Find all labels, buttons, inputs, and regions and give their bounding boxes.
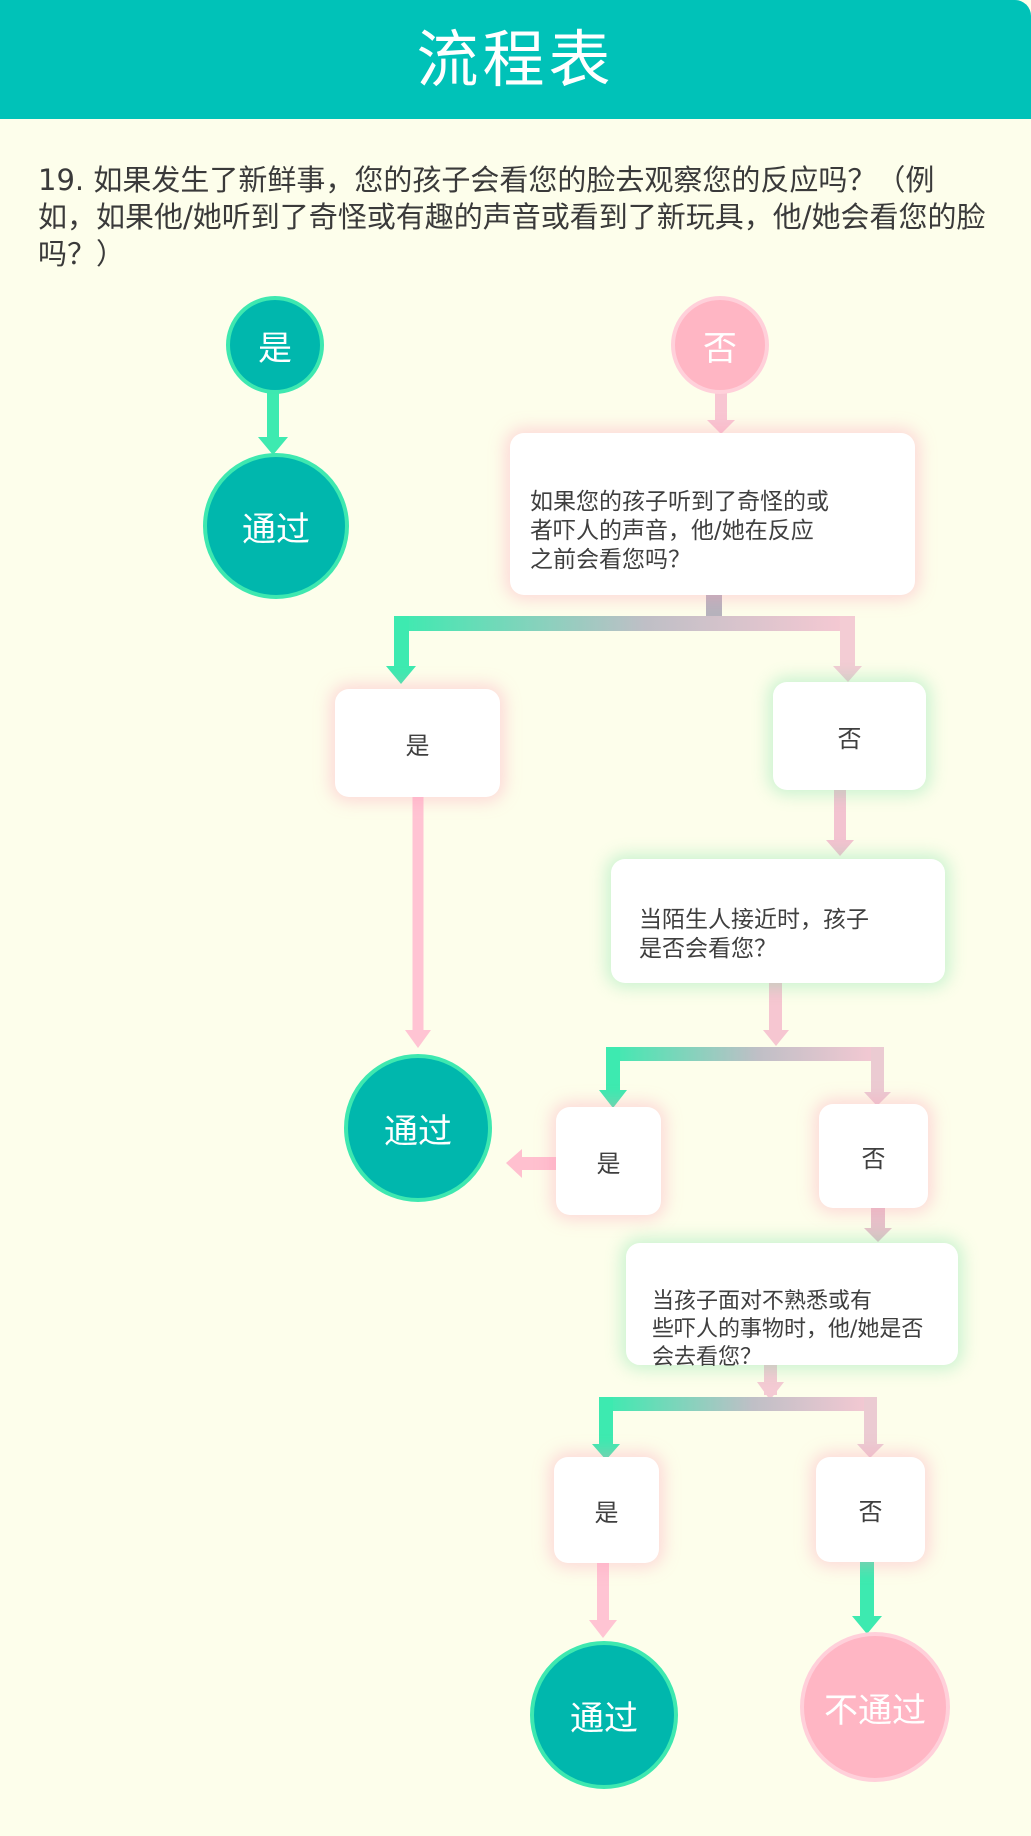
question-box-2: 当陌生人接近时，孩子 是否会看您？	[611, 859, 945, 983]
pass-label-1: 通过	[242, 509, 310, 550]
question-text: 19. 如果发生了新鲜事，您的孩子会看您的脸去观察您的反应吗？（例如，如果他/她…	[38, 163, 986, 271]
arrow-no-to-question-1	[707, 392, 735, 434]
pass-circle-1: 通过	[203, 453, 349, 599]
top-no-circle: 否	[671, 296, 769, 394]
pass-label-3: 通过	[570, 1698, 638, 1739]
question-2-yes-label: 是	[596, 1149, 621, 1178]
question-1-yes-box: 是	[335, 689, 500, 797]
branch-question-2	[599, 983, 891, 1108]
pass-circle-2: 通过	[344, 1054, 492, 1202]
fail-circle: 不通过	[800, 1632, 950, 1782]
top-yes-label: 是	[258, 328, 292, 369]
arrow-q2-yes-to-pass-2	[506, 1149, 558, 1178]
question-1-text: 如果您的孩子听到了奇怪的或 者吓人的声音，他/她在反应 之前会看您吗？	[530, 489, 829, 573]
pass-label-2: 通过	[384, 1111, 452, 1152]
question-2-no-box: 否	[819, 1104, 928, 1208]
arrow-q2-no-to-question-3	[864, 1208, 892, 1242]
fail-label: 不通过	[824, 1690, 926, 1731]
arrow-q1-yes-to-pass-2	[405, 797, 431, 1048]
branch-question-3	[592, 1365, 884, 1460]
question-2-yes-box: 是	[556, 1107, 661, 1215]
arrow-q3-no-to-fail	[852, 1562, 882, 1634]
top-yes-circle: 是	[226, 296, 324, 394]
question-box-3: 当孩子面对不熟悉或有 些吓人的事物时，他/她是否 会去看您？	[626, 1243, 958, 1370]
arrow-yes-to-pass-1	[258, 392, 288, 455]
question-3-no-label: 否	[858, 1498, 883, 1526]
question-2-text: 当陌生人接近时，孩子 是否会看您？	[639, 907, 869, 962]
pass-circle-3: 通过	[530, 1641, 678, 1789]
top-no-label: 否	[703, 328, 737, 369]
question-1-no-box: 否	[773, 682, 926, 790]
question-3-yes-label: 是	[594, 1498, 619, 1527]
question-3-text: 当孩子面对不熟悉或有 些吓人的事物时，他/她是否 会去看您？	[652, 1289, 924, 1370]
question-3-yes-box: 是	[554, 1457, 659, 1563]
header-bar: 流程表	[0, 0, 1031, 119]
page-title: 流程表	[416, 23, 615, 96]
question-1-yes-label: 是	[405, 731, 430, 760]
arrow-q1-no-to-question-2	[826, 790, 854, 856]
question-2-no-label: 否	[861, 1144, 886, 1173]
question-1-no-label: 否	[837, 724, 862, 753]
branch-question-1	[386, 595, 862, 684]
question-3-no-box: 否	[816, 1457, 925, 1562]
arrow-q3-yes-to-pass-3	[589, 1563, 617, 1638]
question-box-1: 如果您的孩子听到了奇怪的或 者吓人的声音，他/她在反应 之前会看您吗？	[510, 433, 915, 595]
